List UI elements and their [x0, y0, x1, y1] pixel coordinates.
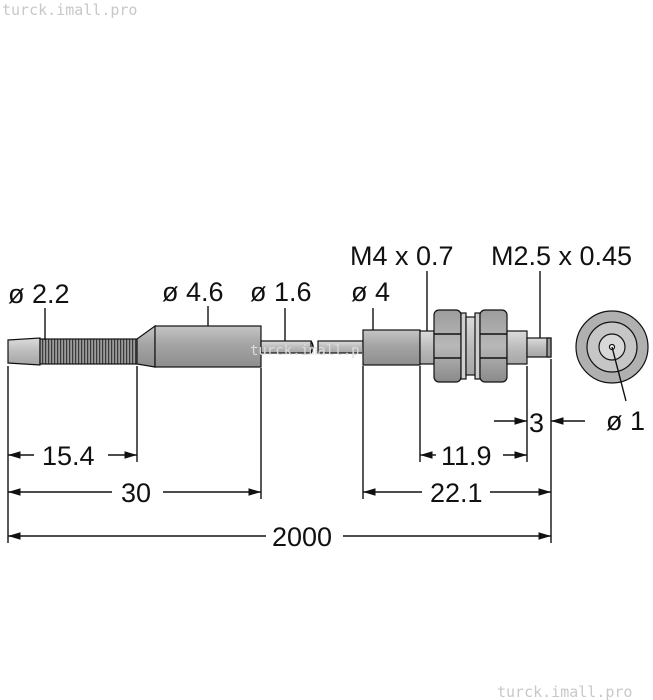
dim-label-2000: 2000 [272, 522, 332, 552]
thread-stub [506, 330, 528, 365]
label-dia-head: ø 4 [351, 277, 390, 307]
washer-1 [460, 312, 467, 380]
label-dia-fiber: ø 1 [606, 406, 645, 436]
sleeve-taper [136, 324, 156, 368]
sleeve [154, 325, 262, 368]
label-thread-nut: M4 x 0.7 [350, 241, 454, 271]
dim-label-15.4: 15.4 [42, 441, 95, 471]
knurled-section [39, 338, 138, 365]
watermark-top: turck.imall.pro [2, 1, 137, 19]
thread-body [419, 330, 435, 365]
dim-label-11.9: 11.9 [441, 441, 492, 471]
label-dia-tip: ø 2.2 [8, 279, 70, 309]
leader-fiber [611, 346, 627, 402]
hex-nut-1 [433, 309, 462, 383]
dim-label-3: 3 [529, 408, 544, 438]
hex-nut-2 [479, 309, 508, 383]
watermark-bottom: turck.imall.pro [497, 683, 632, 700]
washer-2 [474, 312, 481, 380]
cable-left [260, 340, 312, 354]
dim-label-22.1: 22.1 [430, 478, 483, 508]
head-body [362, 329, 421, 366]
watermark-middle: turck.imall.pro [250, 343, 376, 359]
cable-break-left [310, 340, 314, 354]
dim-label-30: 30 [121, 478, 151, 508]
fiber-tip [7, 337, 41, 366]
label-thread-end: M2.5 x 0.45 [491, 241, 632, 271]
label-dia-cable: ø 1.6 [250, 277, 312, 307]
label-dia-sleeve: ø 4.6 [162, 277, 224, 307]
sensor-head-assembly [362, 309, 552, 383]
